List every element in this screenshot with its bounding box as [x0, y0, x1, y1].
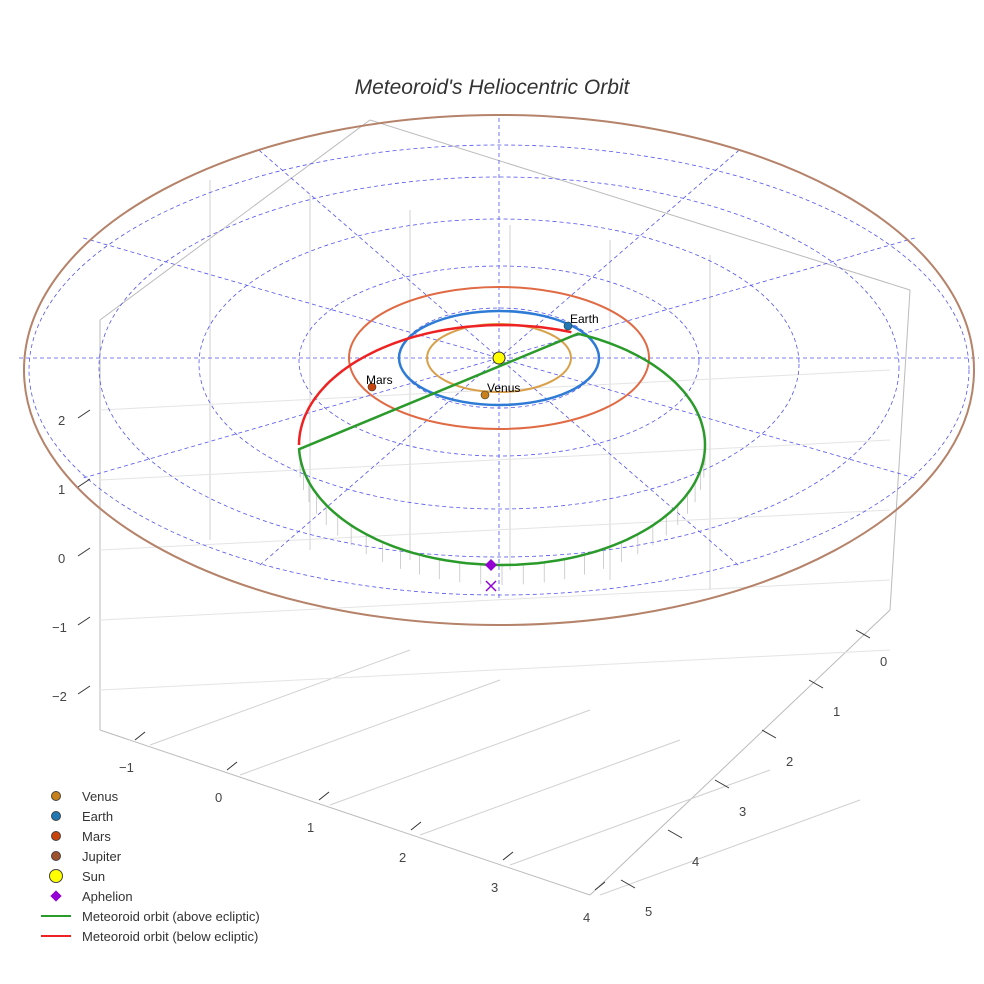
legend-label: Meteoroid orbit (above ecliptic): [82, 908, 260, 924]
legend-label: Meteoroid orbit (below ecliptic): [82, 928, 259, 944]
grid-line: [99, 369, 891, 411]
venus-marker: [480, 390, 490, 400]
legend-label: Sun: [82, 868, 106, 884]
grid-line: [99, 439, 891, 481]
legend-symbol-icon: [36, 890, 76, 902]
axis-edge: [99, 119, 371, 321]
z-tick: [77, 685, 91, 695]
axis-edge: [589, 609, 891, 896]
sun-marker: [492, 351, 506, 365]
mars-label: Mars: [366, 373, 393, 387]
grid-line: [419, 739, 681, 836]
x-tick-label: −1: [119, 760, 134, 775]
y-tick: [667, 829, 683, 839]
legend-label: Venus: [82, 788, 119, 804]
ecliptic-grid-spoke: [83, 237, 915, 479]
z-tick-label: 1: [58, 482, 65, 497]
orbit-earth: [397, 309, 601, 407]
y-tick-label: 1: [833, 704, 840, 719]
z-tick-label: 2: [58, 413, 65, 428]
ecliptic-grid-circle: [98, 176, 900, 558]
y-tick-label: 0: [880, 654, 887, 669]
legend-item[interactable]: Mars: [36, 826, 260, 846]
legend-symbol-icon: [36, 831, 76, 841]
legend-item[interactable]: Jupiter: [36, 846, 260, 866]
x-tick: [134, 731, 146, 741]
y-tick: [855, 629, 871, 639]
chart-title: Meteoroid's Heliocentric Orbit: [354, 76, 630, 99]
grid-line: [599, 799, 861, 896]
y-tick: [714, 779, 730, 789]
legend-item[interactable]: Meteoroid orbit (below ecliptic): [36, 926, 260, 946]
mars-marker: [367, 382, 377, 392]
legend-symbol-icon: [36, 851, 76, 861]
x-tick: [502, 851, 514, 861]
x-tick-label: 4: [583, 910, 590, 925]
z-tick: [77, 409, 91, 419]
earth-label: Earth: [570, 312, 599, 326]
meteoroid-orbit-above: [297, 332, 707, 567]
meteoroid-orbit-below: [297, 323, 572, 446]
grid-line: [329, 709, 591, 806]
y-tick-label: 3: [739, 804, 746, 819]
legend-item[interactable]: Sun: [36, 866, 260, 886]
z-tick: [77, 547, 91, 557]
aphelion-projection-marker: [485, 580, 497, 592]
legend-label: Aphelion: [82, 888, 133, 904]
legend-symbol-icon: [36, 869, 76, 883]
axis-edge: [369, 119, 911, 291]
legend-item[interactable]: Meteoroid orbit (above ecliptic): [36, 906, 260, 926]
axis-edge: [889, 289, 911, 611]
grid-line: [99, 649, 891, 691]
z-tick-label: −1: [52, 620, 67, 635]
y-tick-label: 5: [645, 904, 652, 919]
x-tick: [318, 791, 330, 801]
y-tick-label: 2: [786, 754, 793, 769]
y-tick-label: 4: [692, 854, 699, 869]
grid-line: [99, 579, 891, 621]
x-tick-label: 2: [399, 850, 406, 865]
grid-line: [239, 679, 501, 776]
ecliptic-grid-spoke: [83, 237, 915, 479]
legend-label: Earth: [82, 808, 114, 824]
legend-symbol-icon: [36, 935, 76, 937]
legend-item[interactable]: Aphelion: [36, 886, 260, 906]
z-tick: [77, 478, 91, 488]
legend-item[interactable]: Earth: [36, 806, 260, 826]
y-tick: [620, 879, 636, 889]
y-tick: [808, 679, 824, 689]
grid-line: [99, 509, 891, 551]
venus-label: Venus: [487, 381, 520, 395]
aphelion-marker: [485, 559, 497, 571]
x-tick: [410, 821, 422, 831]
legend-symbol-icon: [36, 791, 76, 801]
y-tick: [761, 729, 777, 739]
grid-line: [149, 649, 411, 746]
x-tick: [594, 881, 606, 891]
axis-edge: [99, 729, 591, 896]
legend-item[interactable]: Venus: [36, 786, 260, 806]
legend-symbol-icon: [36, 811, 76, 821]
z-tick: [77, 616, 91, 626]
orbit-mars: [348, 286, 650, 430]
earth-marker: [563, 321, 573, 331]
legend-label: Jupiter: [82, 848, 122, 864]
grid-line: [509, 769, 771, 866]
z-tick-label: 0: [58, 551, 65, 566]
x-tick-label: 3: [491, 880, 498, 895]
legend-label: Mars: [82, 828, 111, 844]
orbit-jupiter: [23, 114, 975, 626]
x-tick-label: 1: [307, 820, 314, 835]
x-tick: [226, 761, 238, 771]
z-tick-label: −2: [52, 689, 67, 704]
x-tick-label: 0: [215, 790, 222, 805]
legend-symbol-icon: [36, 915, 76, 917]
